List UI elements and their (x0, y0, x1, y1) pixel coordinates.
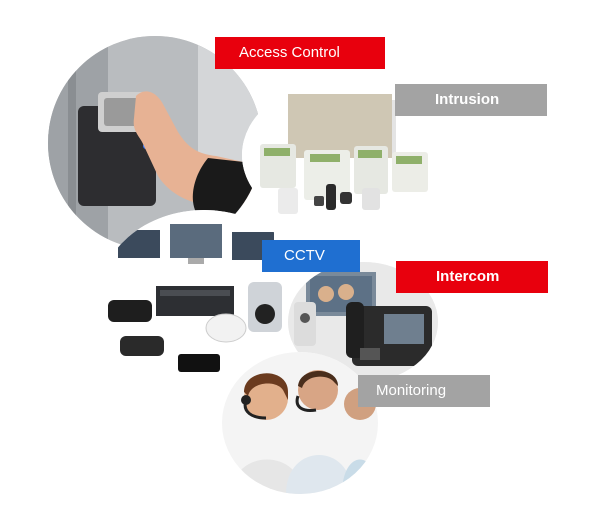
intrusion-label: Intrusion (395, 84, 547, 116)
monitoring-label: Monitoring (358, 375, 490, 407)
headset-operator-icon (222, 352, 378, 494)
cctv-label: CCTV (262, 240, 360, 272)
access-control-label: Access Control (215, 37, 385, 69)
intrusion-photo (242, 80, 442, 230)
monitoring-photo (222, 352, 378, 494)
intercom-label: Intercom (396, 261, 548, 293)
